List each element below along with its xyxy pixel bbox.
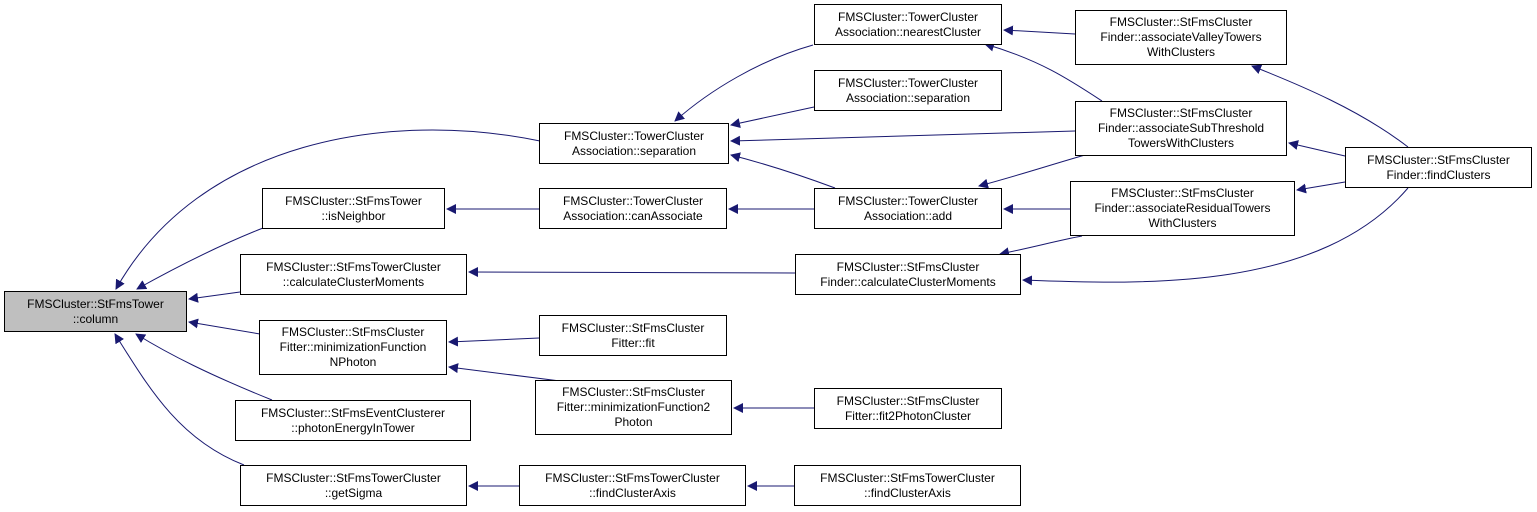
- edge-getsigma-to-column: [114, 333, 245, 466]
- node-associate-valley-towers-line-3: WithClusters: [1146, 45, 1215, 59]
- node-can-associate-line-1: FMSCluster::TowerCluster: [562, 193, 704, 208]
- edge-subthreshold-to-separation1: [730, 130, 1076, 146]
- node-separation-2[interactable]: FMSCluster::TowerCluster Association::se…: [814, 70, 1002, 111]
- node-find-cluster-axis-1-line-2: ::findClusterAxis: [589, 485, 676, 500]
- node-separation-1-line-2: Association::separation: [571, 143, 697, 158]
- node-minimization-function-2photon-line-3: Photon: [614, 415, 653, 429]
- node-minimization-function-nphoton-line-3: NPhoton: [329, 355, 377, 369]
- node-separation-1[interactable]: FMSCluster::TowerCluster Association::se…: [539, 123, 729, 164]
- edge-separation2-to-separation1: [730, 106, 815, 128]
- node-calculate-cluster-moments-2[interactable]: FMSCluster::StFmsCluster Finder::calcula…: [795, 254, 1021, 295]
- node-minimization-function-nphoton-line-2: Fitter::minimizationFunction: [279, 340, 427, 354]
- edge-add-to-separation1: [730, 152, 836, 189]
- node-fitter-fit-line-1: FMSCluster::StFmsCluster: [561, 320, 705, 335]
- edge-findclusters-to-valley: [1251, 64, 1409, 148]
- node-photon-energy-in-tower[interactable]: FMSCluster::StFmsEventClusterer ::photon…: [235, 400, 471, 441]
- edge-isneighbor-to-column: [136, 227, 264, 290]
- node-calculate-cluster-moments-1-line-1: FMSCluster::StFmsTowerCluster: [266, 259, 441, 274]
- node-column: FMSCluster::StFmsTower ::column: [4, 291, 187, 332]
- node-associate-subthreshold-towers-line-1: FMSCluster::StFmsCluster: [1109, 106, 1253, 120]
- node-photon-energy-in-tower-line-2: ::photonEnergyInTower: [291, 420, 415, 435]
- node-photon-energy-in-tower-line-1: FMSCluster::StFmsEventClusterer: [260, 405, 446, 420]
- edge-subthreshold-to-nearest: [984, 41, 1103, 102]
- node-associate-residual-towers-line-2: Finder::associateResidualTowers: [1094, 201, 1271, 215]
- edge-ccm1-to-column: [188, 291, 241, 303]
- node-associate-subthreshold-towers[interactable]: FMSCluster::StFmsCluster Finder::associa…: [1075, 101, 1287, 156]
- edge-min2-to-minN: [448, 363, 561, 382]
- node-fit-2-photon-cluster[interactable]: FMSCluster::StFmsCluster Fitter::fit2Pho…: [814, 388, 1002, 429]
- edge-minN-to-column: [188, 318, 261, 335]
- edge-ccm2-to-ccm1: [468, 267, 796, 278]
- edge-findclusters-to-residual: [1296, 181, 1346, 194]
- node-column-line-2: ::column: [72, 311, 119, 326]
- node-associate-subthreshold-towers-line-2: Finder::associateSubThreshold: [1097, 121, 1265, 135]
- node-associate-residual-towers-line-3: WithClusters: [1148, 216, 1217, 230]
- node-find-cluster-axis-2-line-1: FMSCluster::StFmsTowerCluster: [820, 470, 995, 485]
- node-minimization-function-2photon[interactable]: FMSCluster::StFmsCluster Fitter::minimiz…: [535, 380, 732, 435]
- node-get-sigma-line-2: ::getSigma: [324, 485, 383, 500]
- edge-residual-to-ccm2: [999, 235, 1083, 258]
- node-add-line-1: FMSCluster::TowerCluster: [837, 193, 979, 208]
- node-nearest-cluster[interactable]: FMSCluster::TowerCluster Association::ne…: [814, 4, 1002, 45]
- node-find-cluster-axis-1-line-1: FMSCluster::StFmsTowerCluster: [545, 470, 720, 485]
- node-find-cluster-axis-2[interactable]: FMSCluster::StFmsTowerCluster ::findClus…: [794, 465, 1021, 506]
- node-find-clusters[interactable]: FMSCluster::StFmsCluster Finder::findClu…: [1345, 147, 1532, 188]
- edge-photonenergy-to-column: [135, 333, 273, 401]
- node-get-sigma[interactable]: FMSCluster::StFmsTowerCluster ::getSigma: [240, 465, 467, 506]
- node-find-clusters-line-2: Finder::findClusters: [1386, 167, 1491, 182]
- node-column-line-1: FMSCluster::StFmsTower: [27, 296, 164, 311]
- node-fit-2-photon-cluster-line-1: FMSCluster::StFmsCluster: [836, 393, 980, 408]
- node-minimization-function-nphoton[interactable]: FMSCluster::StFmsCluster Fitter::minimiz…: [259, 320, 447, 375]
- node-minimization-function-2photon-line-2: Fitter::minimizationFunction2: [556, 400, 711, 414]
- node-separation-2-line-2: Association::separation: [845, 90, 971, 105]
- edge-findclusters-to-ccm2: [1022, 187, 1409, 286]
- node-get-sigma-line-1: FMSCluster::StFmsTowerCluster: [266, 470, 441, 485]
- node-separation-2-line-1: FMSCluster::TowerCluster: [837, 75, 979, 90]
- node-add[interactable]: FMSCluster::TowerCluster Association::ad…: [814, 188, 1002, 229]
- node-fitter-fit-line-2: Fitter::fit: [611, 335, 655, 350]
- node-associate-subthreshold-towers-line-3: TowersWithClusters: [1127, 136, 1235, 150]
- node-is-neighbor[interactable]: FMSCluster::StFmsTower ::isNeighbor: [262, 188, 445, 229]
- node-find-cluster-axis-1[interactable]: FMSCluster::StFmsTowerCluster ::findClus…: [519, 465, 746, 506]
- edges-layer: [114, 25, 1409, 491]
- node-calculate-cluster-moments-2-line-1: FMSCluster::StFmsCluster: [836, 259, 980, 274]
- node-associate-valley-towers-line-1: FMSCluster::StFmsCluster: [1109, 15, 1253, 29]
- edge-valley-to-nearest: [1003, 25, 1076, 36]
- node-can-associate[interactable]: FMSCluster::TowerCluster Association::ca…: [539, 188, 727, 229]
- node-calculate-cluster-moments-2-line-2: Finder::calculateClusterMoments: [820, 274, 996, 289]
- edge-nearest-to-separation1: [674, 44, 814, 122]
- node-is-neighbor-line-1: FMSCluster::StFmsTower: [285, 193, 422, 208]
- node-find-cluster-axis-2-line-2: ::findClusterAxis: [864, 485, 951, 500]
- edge-fit-to-minN: [448, 336, 540, 347]
- node-associate-valley-towers-line-2: Finder::associateValleyTowers: [1100, 30, 1262, 44]
- node-associate-valley-towers[interactable]: FMSCluster::StFmsCluster Finder::associa…: [1075, 10, 1287, 65]
- node-fit-2-photon-cluster-line-2: Fitter::fit2PhotonCluster: [844, 408, 972, 423]
- node-is-neighbor-line-2: ::isNeighbor: [321, 208, 386, 223]
- node-fitter-fit[interactable]: FMSCluster::StFmsCluster Fitter::fit: [539, 315, 727, 356]
- node-nearest-cluster-line-2: Association::nearestCluster: [834, 24, 982, 39]
- node-calculate-cluster-moments-1-line-2: ::calculateClusterMoments: [282, 274, 425, 289]
- node-nearest-cluster-line-1: FMSCluster::TowerCluster: [837, 9, 979, 24]
- edge-separation1-to-column: [115, 129, 541, 290]
- node-minimization-function-nphoton-line-1: FMSCluster::StFmsCluster: [281, 325, 425, 339]
- node-associate-residual-towers[interactable]: FMSCluster::StFmsCluster Finder::associa…: [1070, 181, 1295, 236]
- node-add-line-2: Association::add: [863, 208, 953, 223]
- edge-subthreshold-to-add: [978, 154, 1086, 189]
- node-find-clusters-line-1: FMSCluster::StFmsCluster: [1367, 152, 1510, 167]
- node-can-associate-line-2: Association::canAssociate: [563, 208, 703, 223]
- edge-findclusters-to-subthreshold: [1288, 140, 1346, 157]
- node-associate-residual-towers-line-1: FMSCluster::StFmsCluster: [1111, 186, 1254, 200]
- node-minimization-function-2photon-line-1: FMSCluster::StFmsCluster: [562, 385, 705, 399]
- node-calculate-cluster-moments-1[interactable]: FMSCluster::StFmsTowerCluster ::calculat…: [240, 254, 467, 295]
- node-separation-1-line-1: FMSCluster::TowerCluster: [563, 128, 705, 143]
